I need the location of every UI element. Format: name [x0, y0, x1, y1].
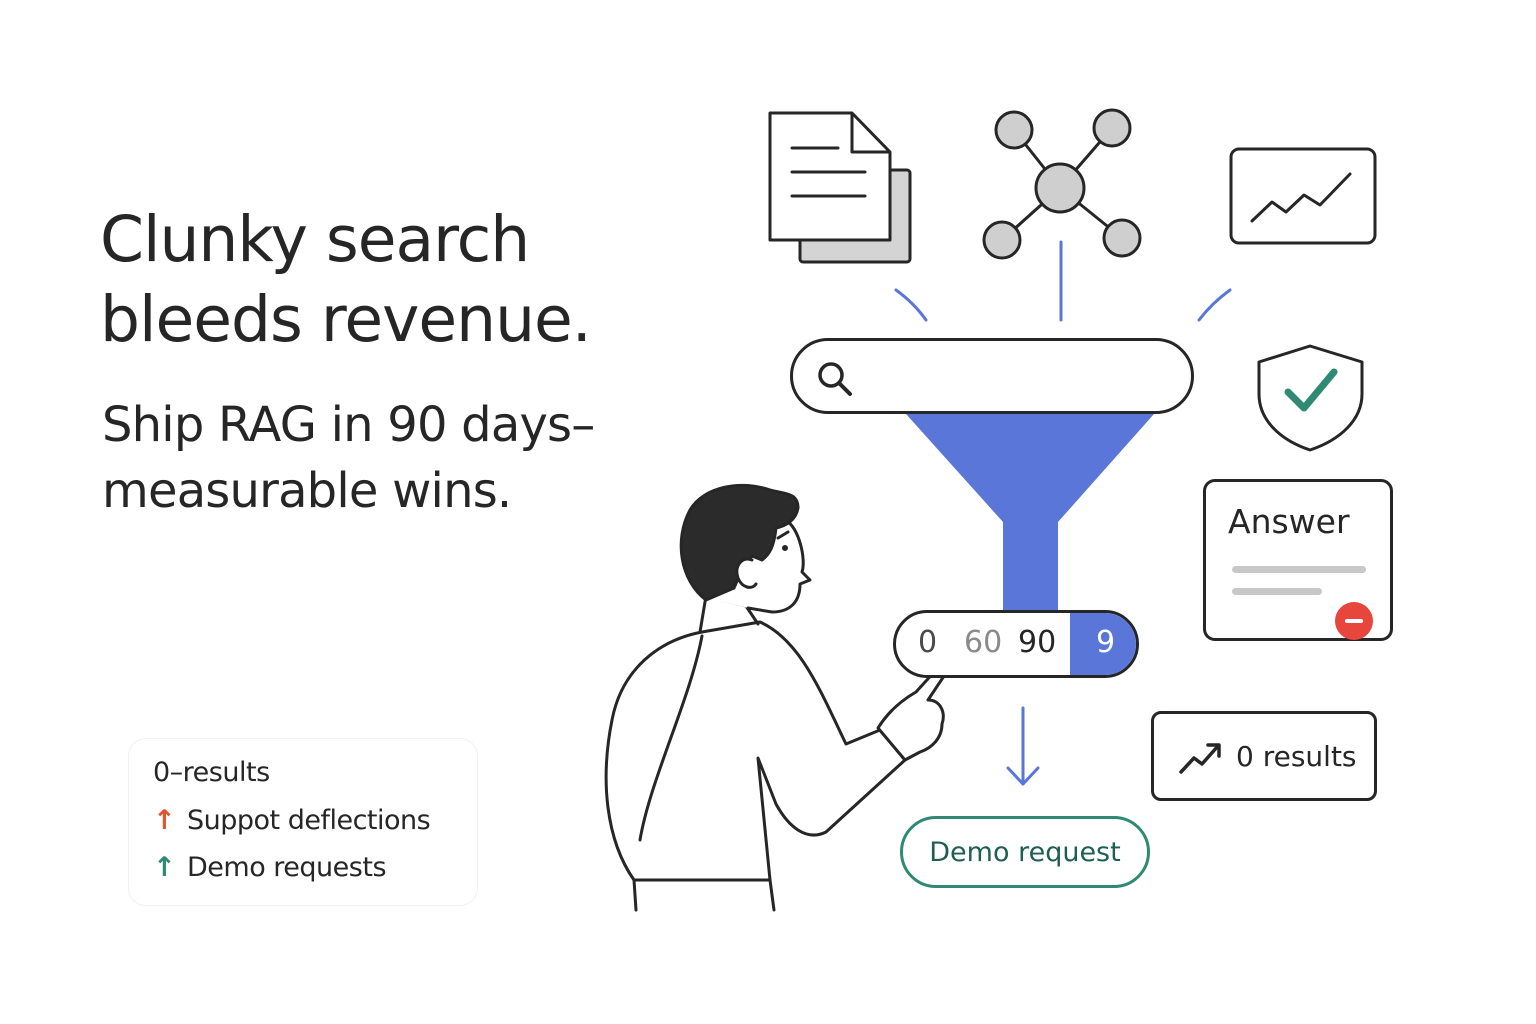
timeline-active-mark: 9 — [1096, 625, 1116, 660]
documents-icon — [768, 111, 912, 264]
network-icon — [982, 108, 1142, 260]
answer-title: Answer — [1228, 502, 1350, 541]
results-card: 0 results — [1151, 711, 1377, 801]
timeline-active-segment — [1070, 613, 1136, 675]
arrow-up-icon: ↑ — [153, 805, 176, 836]
headline: Clunky search bleeds revenue. — [100, 200, 592, 360]
error-minus-icon — [1335, 602, 1373, 640]
headline-line-1: Clunky search — [100, 203, 530, 276]
timeline-mark-0: 0 — [918, 625, 938, 660]
connector-lines — [894, 240, 1232, 322]
answer-text-line — [1232, 566, 1366, 573]
search-icon — [818, 362, 852, 396]
subheadline-line-1: Ship RAG in 90 days– — [102, 397, 595, 453]
metric-label: 0–results — [153, 757, 270, 788]
demo-request-button[interactable]: Demo request — [900, 816, 1150, 888]
shield-check-icon — [1257, 344, 1364, 452]
subheadline-line-2: measurable wins. — [102, 463, 512, 519]
funnel-icon — [906, 414, 1154, 610]
subheadline: Ship RAG in 90 days– measurable wins. — [102, 392, 595, 524]
day-timeline[interactable]: 0 60 90 9 — [893, 610, 1139, 678]
answer-card: Answer — [1203, 479, 1393, 641]
headline-line-2: bleeds revenue. — [100, 283, 592, 356]
metric-support-deflections: ↑ Suppot deflections — [153, 805, 431, 836]
down-arrow-icon — [1006, 706, 1040, 786]
metric-demo-requests: ↑ Demo requests — [153, 852, 387, 883]
answer-text-line — [1232, 588, 1322, 595]
metrics-list: 0–results ↑ Suppot deflections ↑ Demo requ… — [128, 738, 478, 906]
timeline-mark-90: 90 — [1018, 625, 1057, 660]
chart-card-icon — [1229, 147, 1377, 245]
search-bar[interactable] — [790, 338, 1194, 414]
metric-label: Demo requests — [187, 852, 387, 883]
arrow-up-icon: ↑ — [153, 852, 176, 883]
timeline-mark-60: 60 — [964, 625, 1003, 660]
metric-zero-results: 0–results — [153, 757, 270, 788]
trend-up-icon — [1179, 743, 1221, 774]
person-illustration — [604, 483, 946, 912]
metric-label: Suppot deflections — [187, 805, 431, 836]
results-label: 0 results — [1236, 740, 1357, 773]
